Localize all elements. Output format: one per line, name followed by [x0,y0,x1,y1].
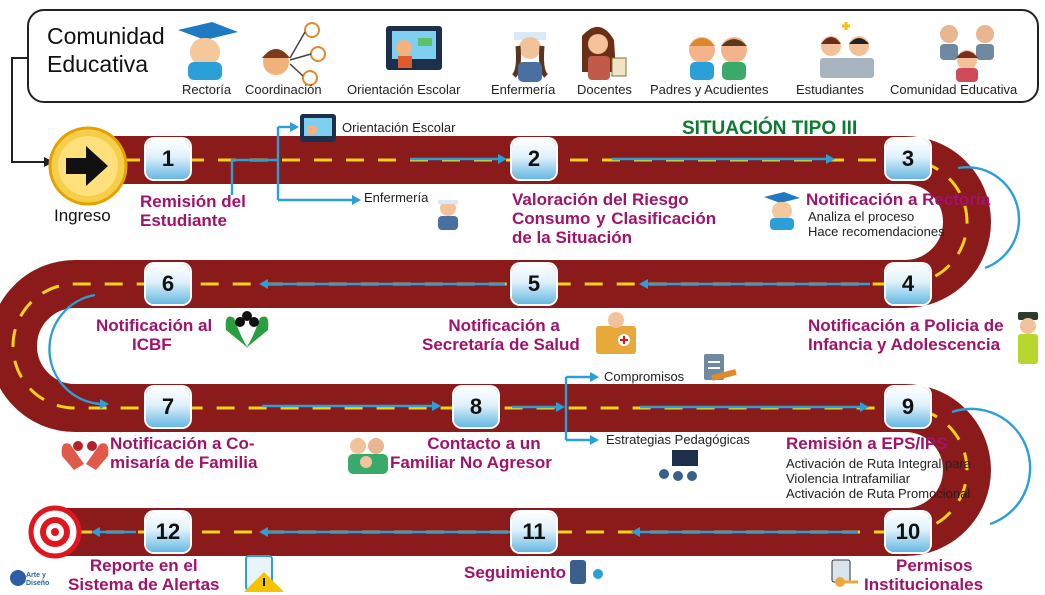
step-11-heading: Seguimiento [464,563,567,582]
role-estudiantes: Estudiantes [796,82,864,97]
role-docentes: Docentes [577,82,632,97]
icbf-icon [225,311,269,348]
role-orientacion: Orientación Escolar [347,82,461,97]
flow-arrows [48,157,1032,534]
role-coordinacion: Coordinación [245,82,322,97]
branch-step1 [230,125,352,202]
role-comunidad: Comunidad Educativa [890,82,1018,97]
step-number-12: 12 [146,512,190,552]
branch-orientacion-label: Orientación Escolar [342,120,456,135]
step-number-4: 4 [886,264,930,304]
step-number-3: 3 [886,139,930,179]
teacher-icon [582,26,627,80]
branch-step8 [512,375,590,442]
pedagogical-strategies-icon [659,450,698,481]
branch-estrategias-label: Estrategias Pedagógicas [606,432,750,447]
target-icon [28,505,82,559]
branch-compromisos-label: Compromisos [604,369,685,384]
step-3-heading: Notificación a Rectoría [806,190,991,209]
step-number-9: 9 [886,387,930,427]
rector-icon [178,22,238,80]
ingreso-start-icon [48,126,128,206]
community-title: Comunidad Educativa [47,22,165,78]
health-secretary-icon [596,312,636,354]
diagram-title: SITUACIÓN TIPO III [682,118,858,139]
community-title-line1: Comunidad [47,23,165,49]
permits-icon [831,559,858,587]
step-number-8: 8 [454,387,498,427]
step-number-7: 7 [146,387,190,427]
followup-icon [570,560,603,584]
family-icon [348,438,388,474]
nurse-icon [512,32,548,82]
step-number-2: 2 [512,139,556,179]
police-icon [1018,312,1038,364]
rectoria-step-icon [764,192,800,230]
step-number-6: 6 [146,264,190,304]
road-centerline [11,158,969,534]
role-rectoria: Rectoría [182,82,232,97]
role-enfermeria: Enfermería [491,82,556,97]
commitments-icon [704,354,737,381]
community-title-line2: Educativa [47,51,149,77]
branch-enfermeria-label: Enfermería [364,190,429,205]
step-number-1: 1 [146,139,190,179]
coordination-icon [262,22,326,86]
family-commission-icon [61,441,109,470]
entry-connector [11,57,48,163]
ingreso-label: Ingreso [54,206,111,225]
enfermeria-branch-icon [438,200,458,230]
alert-system-icon [244,555,284,592]
role-padres: Padres y Acudientes [650,82,769,97]
community-icon [940,25,994,82]
step-number-5: 5 [512,264,556,304]
step-7-heading: Notificación a Co-misaría de Familia [110,434,258,472]
students-icon [820,22,874,78]
parents-icon [689,37,747,80]
step-number-11: 11 [512,512,556,552]
flow-arrowheads [91,154,869,537]
step-number-10: 10 [886,512,930,552]
school-counseling-icon [386,26,442,70]
step-9-heading: Remisión a EPS/IPS [786,434,948,453]
orientacion-branch-icon [300,114,336,142]
logo-icon [10,570,26,586]
road [0,136,991,556]
